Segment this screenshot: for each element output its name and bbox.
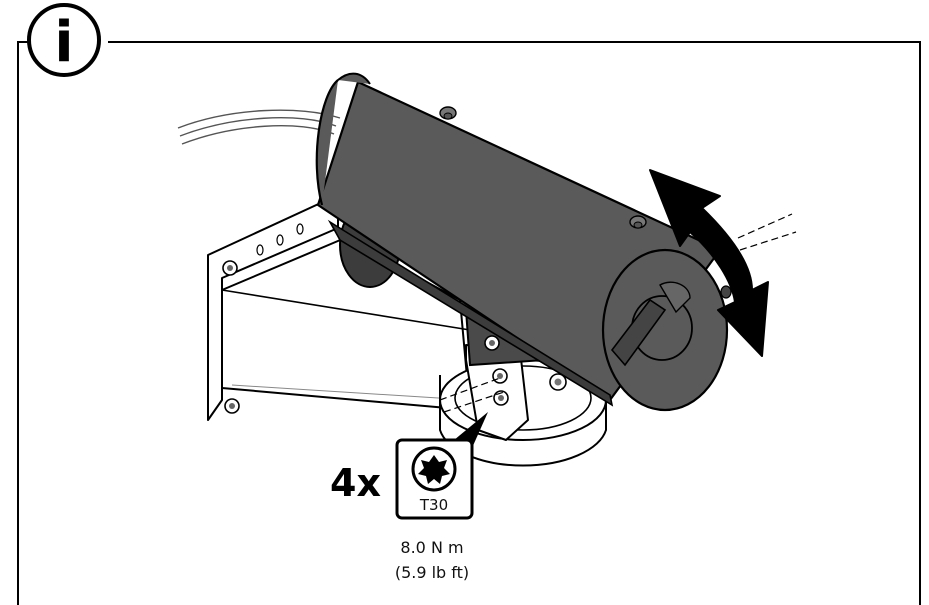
torque-imperial-label: (5.9 lb ft): [395, 563, 469, 582]
housing-bolt-icon: [439, 106, 457, 120]
info-glyph: i: [54, 10, 73, 75]
tool-size-label: T30: [419, 496, 448, 514]
camera-housing: [315, 72, 732, 412]
torx-bit-icon: [411, 446, 457, 492]
tilt-adjust-arrow-icon: [649, 169, 769, 357]
torque-metric-label: 8.0 N m: [400, 538, 463, 557]
housing-bolt-icon: [629, 215, 647, 229]
info-icon: i: [27, 3, 101, 77]
tilt-axis-guides: [439, 213, 797, 413]
torx-tool-box: T30: [395, 438, 474, 520]
cable: [177, 109, 341, 145]
screw-count-label: 4x: [330, 461, 381, 505]
